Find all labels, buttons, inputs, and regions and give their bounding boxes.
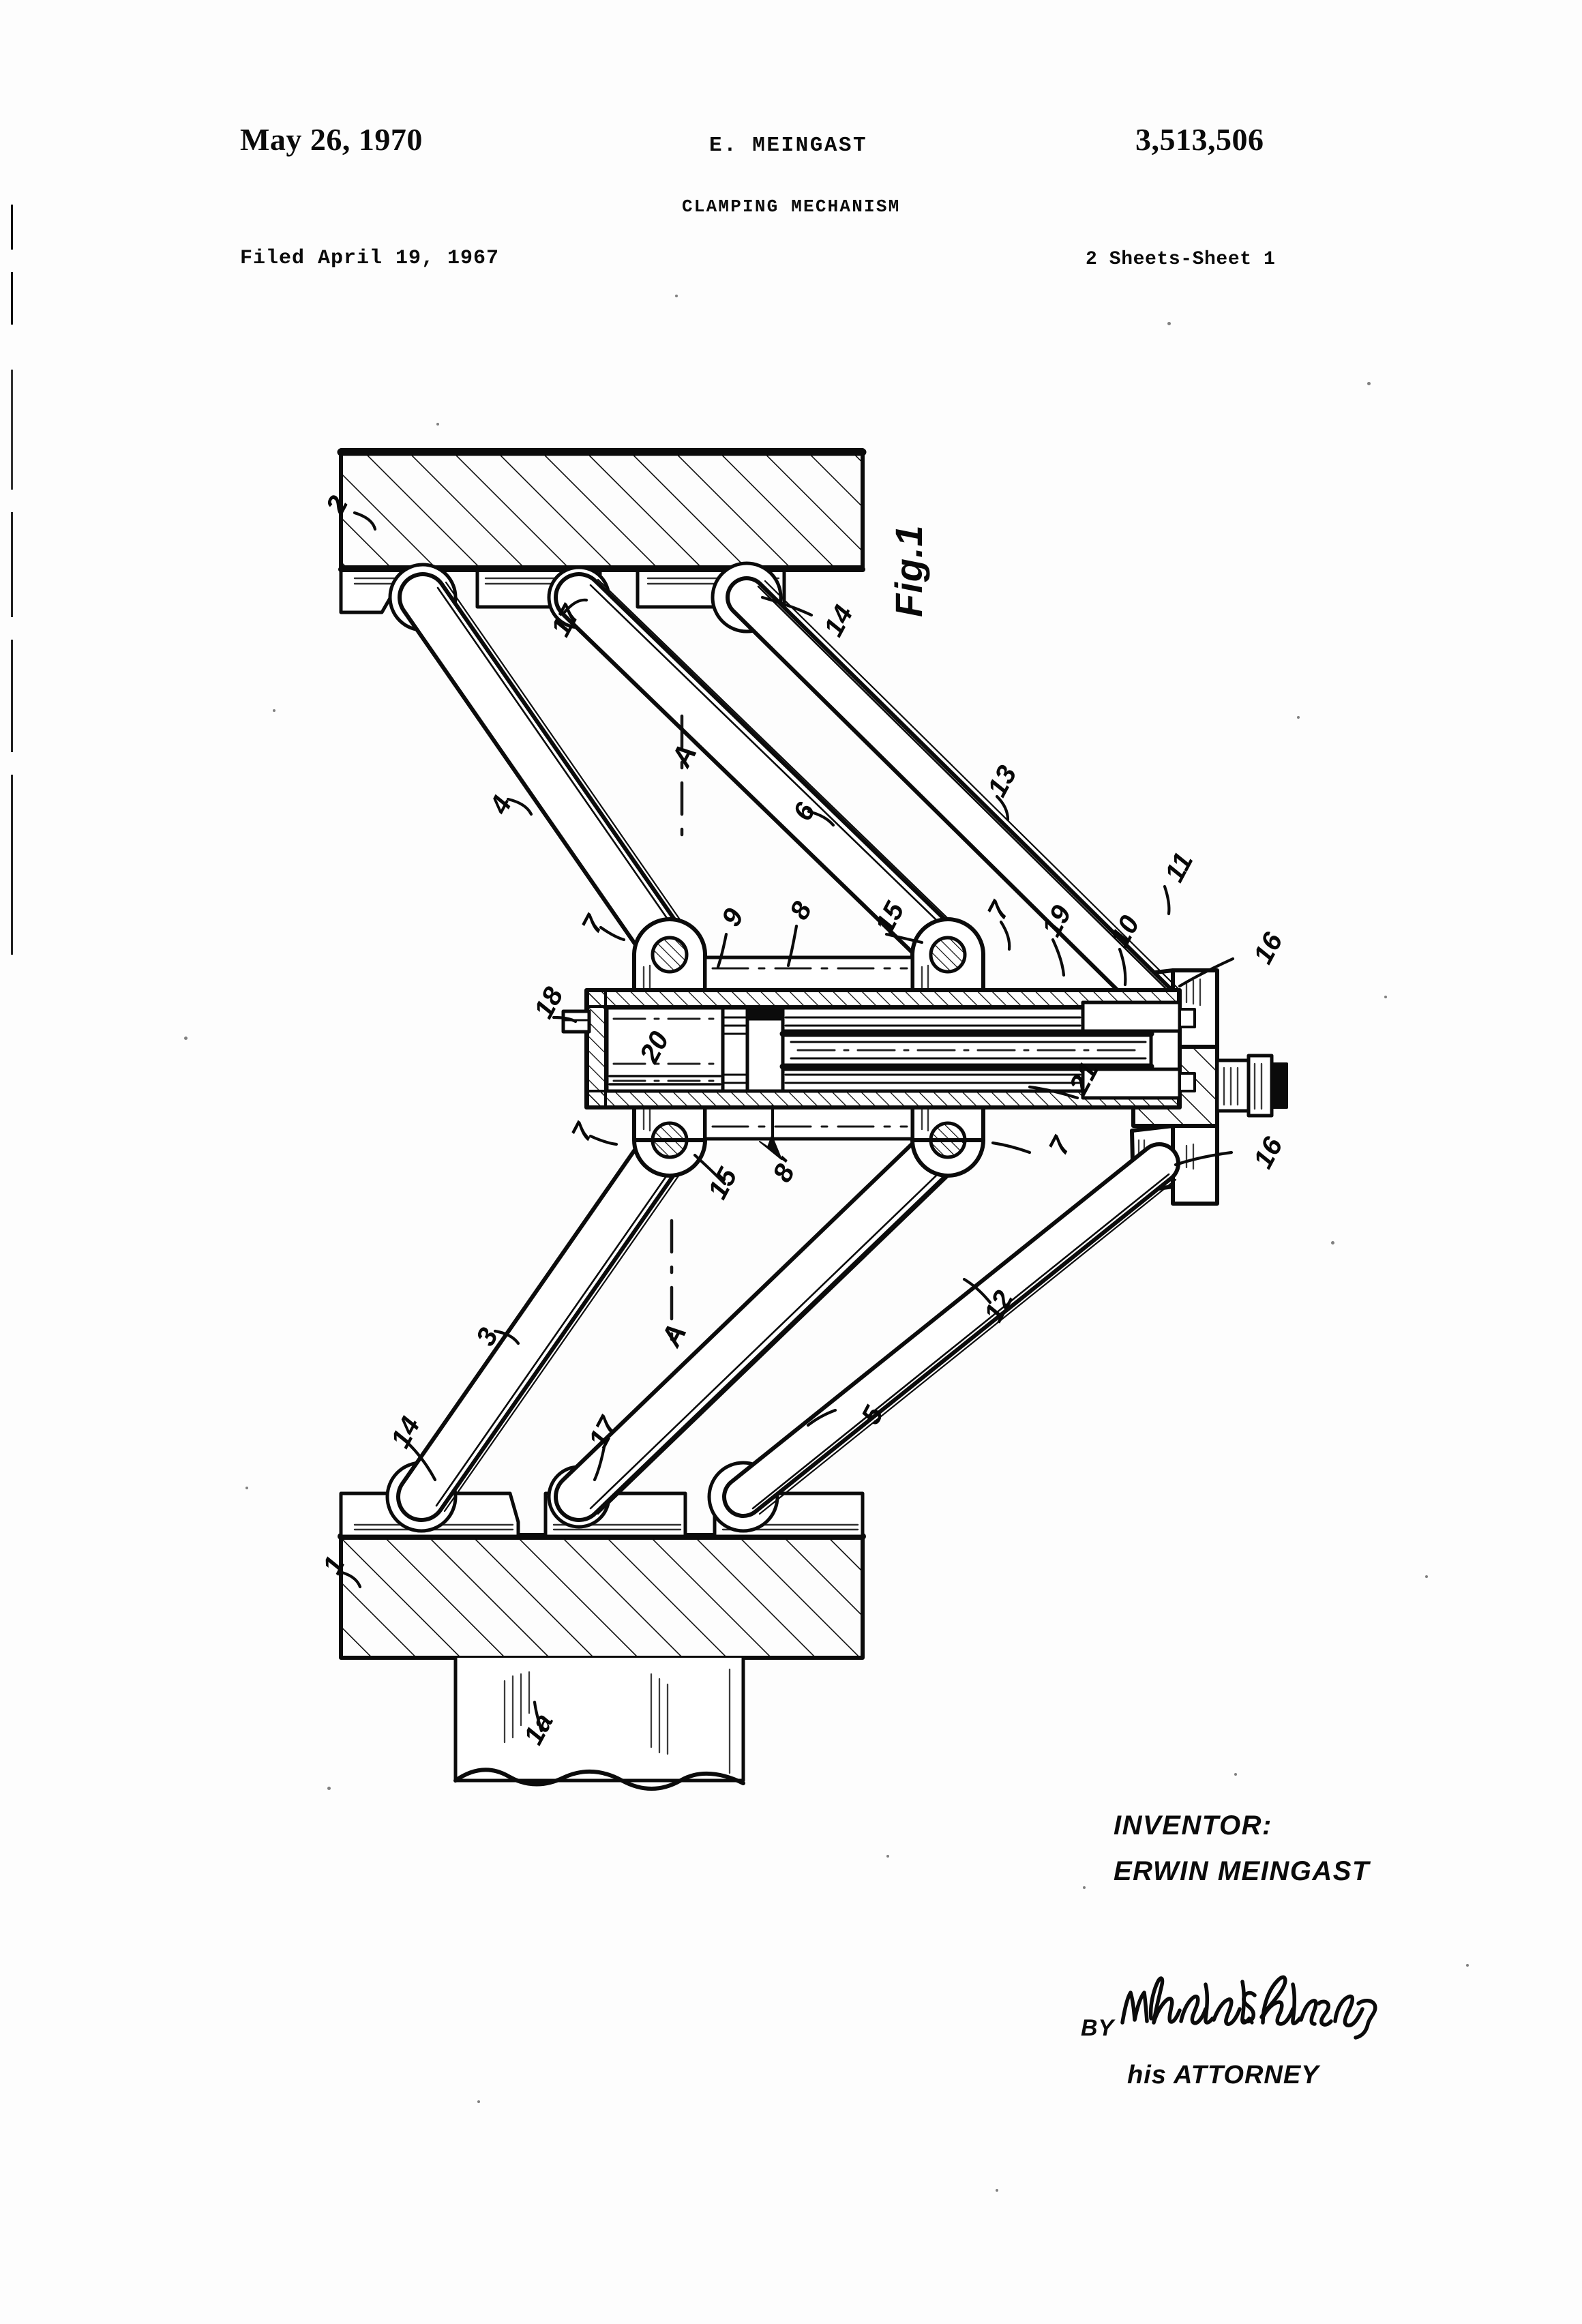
link-arm-6 (554, 572, 970, 977)
inventor-label: INVENTOR: (1114, 1811, 1272, 1841)
link-arm-13 (726, 576, 1180, 1026)
cylinder-pivot-ears (632, 917, 985, 1178)
attorney-label: his ATTORNEY (1127, 2061, 1319, 2089)
scan-edge-artifact (11, 205, 13, 955)
patent-number: 3,513,506 (1135, 122, 1264, 157)
link-arm-3 (396, 1119, 692, 1522)
patent-date: May 26, 1970 (240, 122, 423, 157)
hydraulic-cylinder (561, 988, 1196, 1109)
by-label: BY (1081, 2015, 1115, 2041)
patent-title: CLAMPING MECHANISM (682, 196, 901, 217)
link-arm-4 (398, 572, 692, 974)
inventor-surname: E. MEINGAST (709, 134, 868, 158)
attorney-signature (1118, 1964, 1432, 2053)
lower-jaw-block (338, 1461, 866, 1791)
link-arm-12 (722, 1142, 1180, 1518)
link-arm-5 (554, 1119, 970, 1522)
figure-caption: Fig.1 (887, 524, 930, 617)
sheet-count: 2 Sheets-Sheet 1 (1086, 249, 1276, 270)
leader-lines (338, 511, 1235, 1733)
inventor-name: ERWIN MEINGAST (1114, 1856, 1370, 1886)
section-line-A-A (670, 714, 684, 1349)
filed-date: Filed April 19, 1967 (240, 247, 500, 270)
